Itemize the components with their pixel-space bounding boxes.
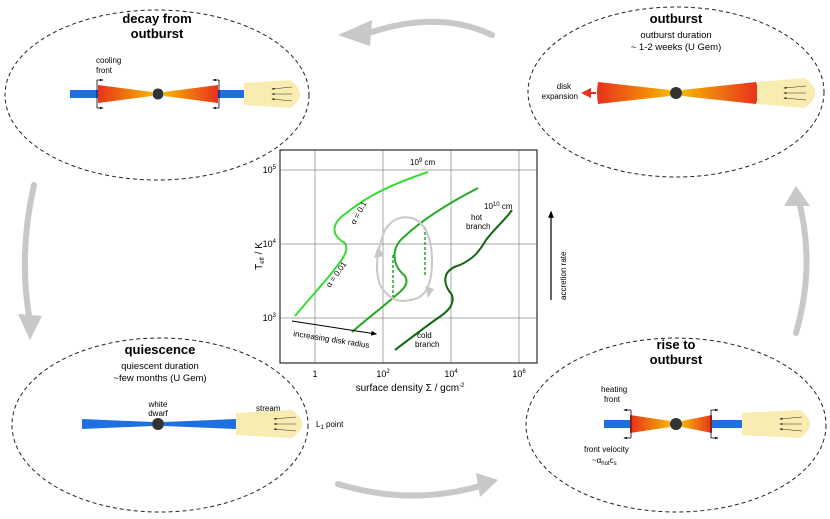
- white-dwarf-quiescence: [152, 418, 164, 430]
- disk-expansion-1: disk: [557, 82, 572, 91]
- cold-branch-label-1: cold: [417, 331, 432, 340]
- outburst-title: outburst: [650, 11, 703, 26]
- cycle-arrowheads: [18, 20, 810, 497]
- hot-branch-label-1: hot: [471, 213, 483, 222]
- stream-label: stream: [256, 404, 281, 413]
- quiescence-sub-2: ~few months (U Gem): [113, 373, 206, 384]
- quiescence-stream-blob: [236, 410, 302, 438]
- cycle-arrowhead-top: [338, 20, 372, 46]
- rise-stream-left: [604, 420, 630, 428]
- rise-flow-arrows: [779, 416, 803, 432]
- xtick-1e2: 102: [376, 369, 390, 379]
- rise-stream-right: [712, 420, 742, 428]
- xtick-1: 1: [312, 369, 317, 379]
- outburst-disk-right: [682, 82, 758, 104]
- outburst-disk-left: [597, 82, 670, 104]
- decay-disk-right: [164, 85, 218, 103]
- outburst-sub-1: outburst duration: [640, 30, 711, 41]
- scurve-small-radius: [294, 171, 429, 317]
- cycle-arrow-top: [369, 18, 495, 38]
- quiescence-flow-arrows: [273, 416, 297, 432]
- decay-stream-left: [70, 90, 98, 98]
- hot-branch-label-2: branch: [466, 222, 490, 231]
- accretion-rate-label: accretion rate: [559, 251, 568, 300]
- quiescence-disk-right: [164, 419, 236, 429]
- front-velocity-label-1: front velocity: [584, 445, 629, 454]
- l1-point-label: L1 point: [316, 420, 344, 431]
- front-velocity-label-2: ~αhotcs: [592, 456, 617, 467]
- x-axis-label: surface density Σ / gcm-2: [356, 383, 465, 394]
- quiescence-sub-1: quiescent duration: [121, 361, 199, 372]
- rise-front-markers: [623, 408, 719, 440]
- rise-title-1: rise to: [656, 337, 695, 352]
- cycle-arrows: [21, 18, 810, 499]
- cycle-arrow-left: [21, 182, 37, 325]
- rise-title-2: outburst: [650, 352, 703, 367]
- ellipse-outburst: [527, 6, 825, 178]
- cycle-arrow-bottom: [335, 481, 483, 499]
- cycle-arrow-right: [793, 195, 810, 336]
- phase-rise: rise to outburst heating front front vel…: [584, 337, 810, 467]
- scurve-chart: 103 104 105 1 102 104 106 surface densit…: [254, 149, 538, 394]
- disk-expansion-2: expansion: [542, 92, 578, 101]
- accretion-rate-indicator: accretion rate: [548, 210, 568, 300]
- quiescence-title: quiescence: [125, 342, 196, 357]
- cycle-arrowhead-right: [784, 186, 810, 206]
- cycle-arrowhead-left: [18, 314, 42, 340]
- ellipse-quiescence: [11, 337, 309, 513]
- heating-front-label-2: front: [604, 395, 621, 404]
- chart-frame: [279, 149, 538, 364]
- cold-branch-label-2: branch: [415, 340, 439, 349]
- limit-cycle-arrowheads: [374, 246, 434, 298]
- decay-title-2: outburst: [131, 26, 184, 41]
- ytick-1e4: 104: [263, 239, 277, 249]
- scurve-mid-radius: [351, 187, 479, 333]
- increasing-radius-arrow: [291, 320, 378, 336]
- phase-quiescence: quiescence quiescent duration ~few month…: [82, 342, 344, 438]
- outburst-flow-arrows: [783, 85, 807, 101]
- ellipse-rise: [525, 337, 827, 513]
- ytick-1e3: 103: [263, 313, 277, 323]
- radius-large-label: 1010 cm: [484, 202, 513, 211]
- chart-grid: [280, 150, 537, 363]
- quiescence-disk-left: [82, 419, 152, 429]
- white-dwarf-label-1: white: [148, 400, 168, 409]
- cooling-front-label-2: front: [96, 66, 113, 75]
- decay-front-markers: [96, 78, 220, 110]
- ytick-1e5: 105: [263, 165, 277, 175]
- rise-stream-blob: [742, 410, 810, 438]
- decay-flow-arrows: [271, 86, 293, 102]
- cooling-front-label-1: cooling: [96, 56, 121, 65]
- decay-title-1: decay from: [122, 11, 191, 26]
- phase-decay: decay from outburst cooling front: [70, 11, 300, 110]
- white-dwarf-outburst: [670, 87, 682, 99]
- white-dwarf-label-2: dwarf: [148, 409, 168, 418]
- white-dwarf-decay: [152, 88, 164, 100]
- scurve-large-radius: [394, 209, 513, 351]
- ellipse-decay: [4, 9, 310, 181]
- y-axis-label: Teff / K: [254, 242, 266, 270]
- white-dwarf-rise: [670, 418, 682, 430]
- decay-disk-left: [98, 85, 152, 103]
- phase-ellipses: [4, 6, 827, 513]
- heating-front-label-1: heating: [601, 385, 627, 394]
- rise-disk-right: [682, 415, 712, 433]
- radius-small-label: 109 cm: [410, 158, 435, 167]
- limit-cycle-dashes: [392, 225, 426, 298]
- phase-outburst: outburst outburst duration ~ 1-2 weeks (…: [542, 11, 815, 108]
- xtick-1e6: 106: [512, 369, 526, 379]
- decay-stream-right: [218, 90, 244, 98]
- outburst-sub-2: ~ 1-2 weeks (U Gem): [631, 42, 722, 53]
- rise-disk-left: [630, 415, 670, 433]
- xtick-1e4: 104: [444, 369, 458, 379]
- cycle-arrowhead-bottom: [476, 473, 498, 497]
